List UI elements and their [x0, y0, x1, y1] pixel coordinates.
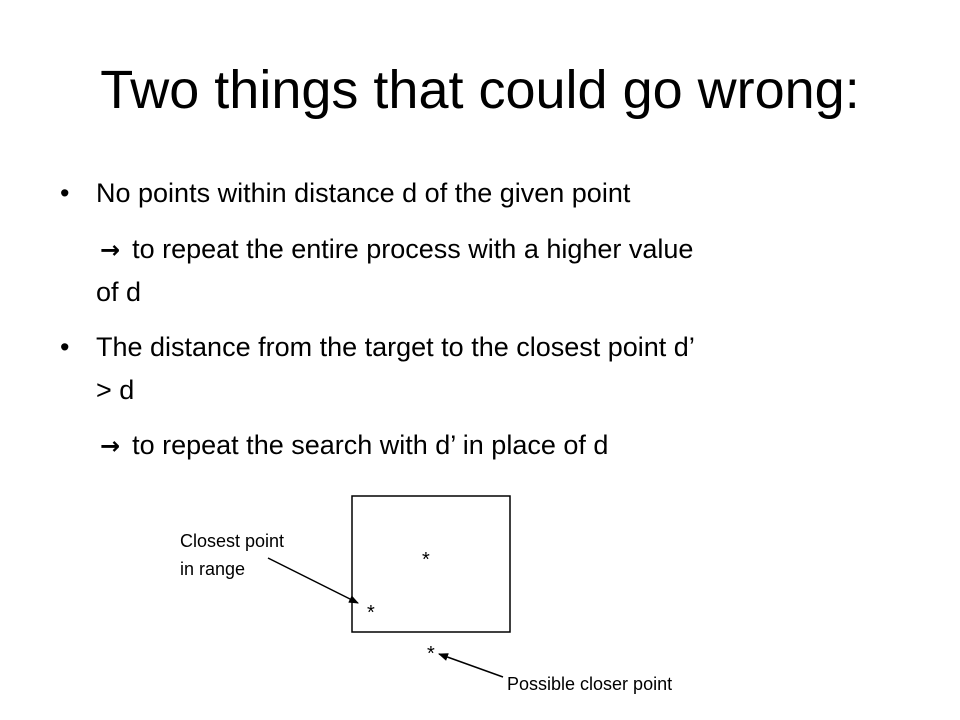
bullet-1-consequence-line1: to repeat the entire process with a high…	[132, 234, 694, 264]
closest-point-label-line2: in range	[180, 559, 246, 579]
bullet-1-consequence-line2: of d	[96, 277, 142, 307]
arrow-right-icon: →	[100, 432, 121, 460]
bullet-2-text-line1: The distance from the target to the clos…	[96, 332, 695, 362]
bullet-2-consequence: → to repeat the search with d’ in place o…	[100, 428, 608, 463]
bullet-2-consequence-line1: to repeat the search with d’ in place of…	[132, 430, 609, 460]
possible-closer-point: *	[427, 643, 435, 665]
bullet-1-text: No points within distance d of the given…	[96, 178, 631, 208]
bullet-dot-2: •	[60, 332, 70, 362]
possible-point-pointer	[438, 653, 504, 678]
bullet-dot-1: •	[60, 178, 70, 208]
slide-title: Two things that could go wrong:	[100, 60, 860, 120]
closest-point-in-range: *	[367, 602, 375, 624]
arrow-right-icon: →	[100, 236, 121, 264]
bullet-2-text-line2: > d	[96, 375, 135, 405]
closest-point-pointer	[267, 557, 359, 604]
search-range-box	[351, 495, 511, 633]
bullet-1-consequence: → to repeat the entire process with a hig…	[100, 232, 693, 267]
point-inside-range: *	[422, 549, 430, 571]
closest-point-label-line1: Closest point	[180, 531, 285, 551]
possible-closer-point-label: Possible closer point	[507, 674, 673, 694]
